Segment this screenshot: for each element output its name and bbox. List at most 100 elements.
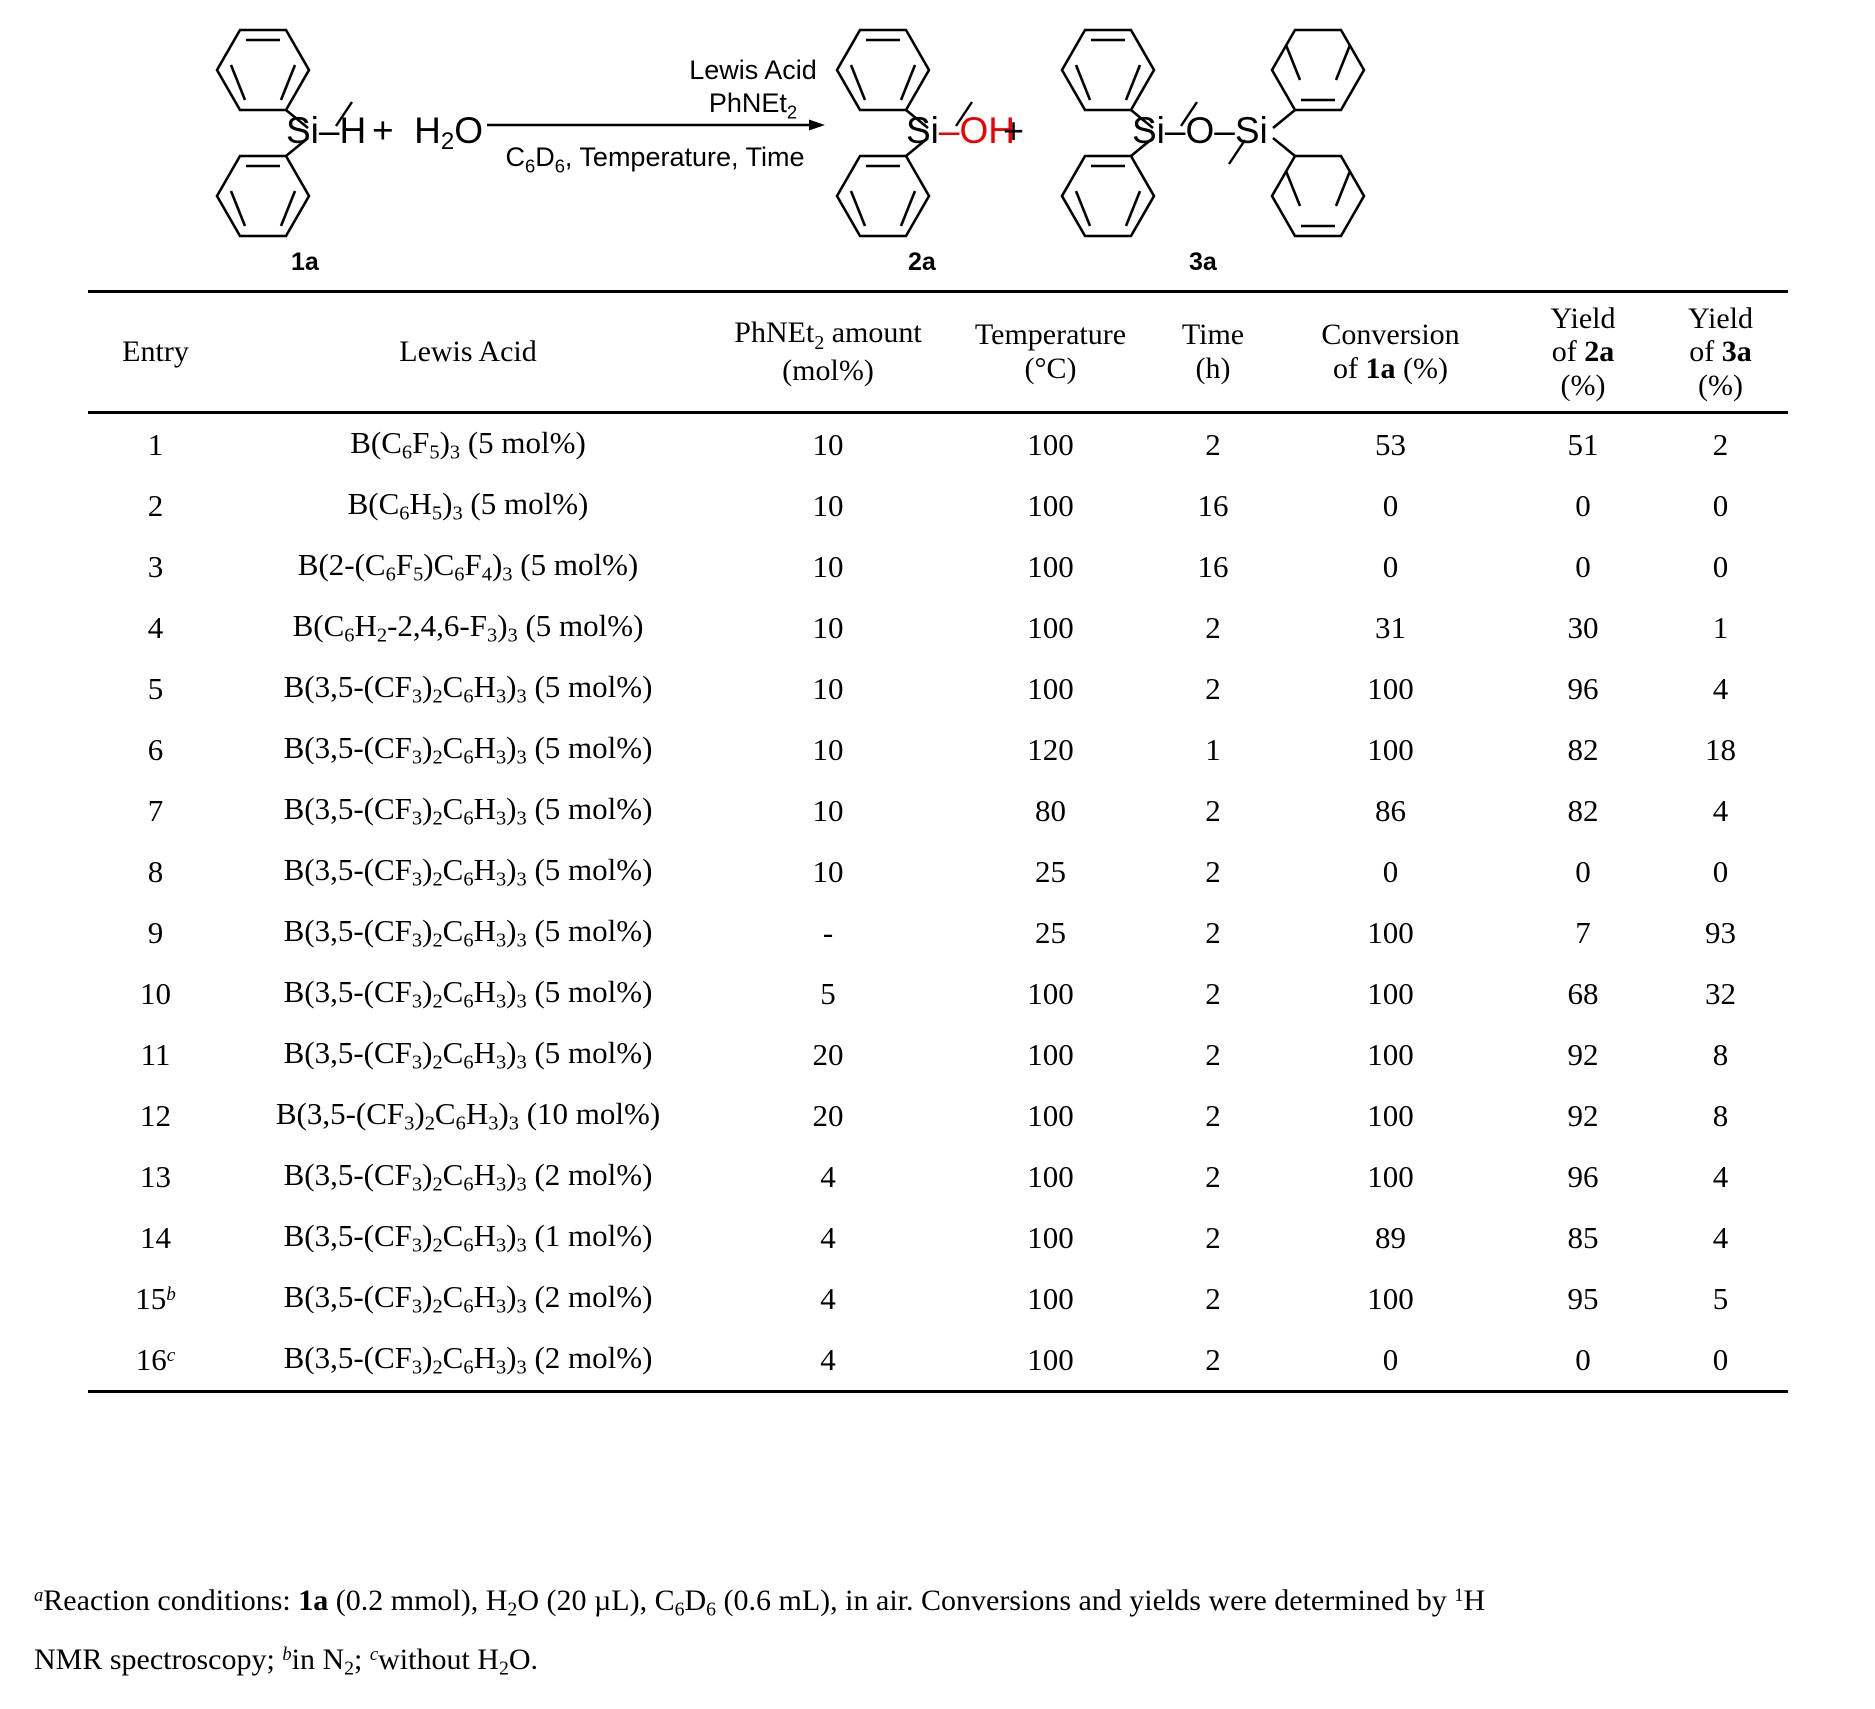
cell-time: 1 (1205, 731, 1221, 767)
hydroxyl-highlight: –OH (938, 110, 1015, 151)
cell-yield-2a: 68 (1567, 975, 1599, 1011)
cell-lewis-acid: B(3,5-(CF3)2C6H3)3 (5 mol%) (283, 790, 653, 830)
cell-temperature: 100 (1027, 1280, 1074, 1316)
compound-label-3a: 3a (1189, 248, 1217, 276)
cell-phnet2-amount: 4 (820, 1158, 836, 1194)
arrow-label-solvent-conditions: C6D6, Temperature, Time (505, 142, 805, 177)
cell-entry: 7 (147, 792, 164, 828)
cell-phnet2-amount: 10 (812, 426, 844, 462)
cell-entry: 2 (147, 487, 164, 523)
cell-yield-2a: 82 (1567, 731, 1599, 767)
cell-phnet2-amount: 10 (812, 548, 844, 584)
cell-yield-2a: 82 (1567, 792, 1599, 828)
cell-entry: 10 (140, 975, 171, 1011)
structure-1a (215, 28, 353, 238)
cell-time: 2 (1205, 670, 1221, 706)
cell-conversion: 100 (1367, 1097, 1414, 1133)
cell-conversion: 0 (1268, 1329, 1513, 1393)
cell-yield-3a: 4 (1712, 1158, 1729, 1194)
cell-temperature: 100 (1027, 1097, 1074, 1133)
cell-phnet2-amount: 10 (812, 609, 844, 645)
cell-conversion: 53 (1375, 426, 1406, 462)
cell-yield-3a: 18 (1705, 731, 1736, 767)
cell-temperature: 80 (1035, 792, 1066, 828)
cell-temperature: 120 (1027, 731, 1074, 767)
cell-time: 2 (1205, 975, 1221, 1011)
cell-yield-3a: 1 (1712, 609, 1729, 645)
cell-lewis-acid: B(3,5-(CF3)2C6H3)3 (5 mol%) (283, 1034, 653, 1074)
cell-phnet2-amount: 4 (820, 1280, 836, 1316)
cell-temperature: 100 (943, 1329, 1158, 1393)
atom-label-si-o-si: Si–O–Si (1132, 110, 1268, 151)
cell-temperature: 100 (1027, 609, 1074, 645)
footnote-line-1: aReaction conditions: 1a (0.2 mmol), H2O… (34, 1584, 1486, 1621)
cell-conversion: 100 (1367, 914, 1414, 950)
footnote-line-2: NMR spectroscopy; bin N2; cwithout H2O. (34, 1642, 539, 1680)
arrow-label-phnet2: PhNEt2 (708, 88, 798, 123)
cell-time: 2 (1205, 853, 1221, 889)
cell-conversion: 100 (1367, 975, 1414, 1011)
arrow-label-lewis-acid: Lewis Acid (689, 55, 817, 85)
results-table: Entry Lewis Acid PhNEt2 amount (mol%) Te… (88, 290, 1788, 1393)
cell-lewis-acid: B(C6H5)3 (5 mol%) (347, 485, 589, 525)
cell-lewis-acid: B(3,5-(CF3)2C6H3)3 (2 mol%) (223, 1329, 713, 1393)
cell-phnet2-amount: 4 (820, 1219, 836, 1255)
cell-yield-3a: 8 (1712, 1036, 1729, 1072)
cell-yield-3a: 2 (1712, 426, 1729, 462)
cell-lewis-acid: B(3,5-(CF3)2C6H3)3 (1 mol%) (283, 1217, 653, 1257)
cell-yield-3a: 4 (1712, 792, 1729, 828)
reactant-water-term: + H2O (372, 110, 484, 155)
cell-entry: 9 (147, 914, 164, 950)
cell-yield-3a: 0 (1653, 1329, 1788, 1393)
column-header-phnet2-amount: PhNEt2 amount (mol%) (713, 290, 943, 414)
cell-yield-2a: 30 (1567, 609, 1599, 645)
cell-time: 2 (1205, 609, 1221, 645)
cell-entry: 12 (140, 1097, 171, 1133)
cell-entry: 6 (147, 731, 164, 767)
cell-yield-3a: 5 (1712, 1280, 1729, 1316)
cell-phnet2-amount: 10 (812, 670, 844, 706)
cell-time: 2 (1205, 1219, 1221, 1255)
cell-lewis-acid: B(2-(C6F5)C6F4)3 (5 mol%) (297, 546, 639, 586)
cell-lewis-acid: B(C6F5)3 (5 mol%) (350, 424, 586, 464)
cell-time: 2 (1158, 1329, 1268, 1393)
cell-conversion: 100 (1367, 1036, 1414, 1072)
cell-entry: 4 (147, 609, 164, 645)
cell-conversion: 100 (1367, 1158, 1414, 1194)
cell-lewis-acid: B(3,5-(CF3)2C6H3)3 (2 mol%) (283, 1156, 653, 1196)
cell-lewis-acid: B(3,5-(CF3)2C6H3)3 (5 mol%) (283, 912, 653, 952)
column-header-yield-3a: Yield of 3a (%) (1653, 290, 1788, 414)
cell-phnet2-amount: 20 (812, 1097, 844, 1133)
cell-lewis-acid: B(3,5-(CF3)2C6H3)3 (5 mol%) (283, 973, 653, 1013)
cell-temperature: 100 (1027, 670, 1074, 706)
cell-entry: 16c (88, 1329, 223, 1393)
cell-conversion: 100 (1367, 1280, 1414, 1316)
cell-lewis-acid: B(3,5-(CF3)2C6H3)3 (5 mol%) (283, 851, 653, 891)
table-footnote: aReaction conditions: 1a (0.2 mmol), H2O… (34, 1572, 1854, 1689)
cell-entry: 1 (147, 426, 164, 462)
cell-phnet2-amount: 10 (812, 487, 844, 523)
cell-conversion: 86 (1375, 792, 1406, 828)
atom-label-si-h: Si–H (286, 110, 367, 151)
cell-conversion: 100 (1367, 731, 1414, 767)
cell-yield-2a: 96 (1567, 1158, 1599, 1194)
cell-yield-2a: 0 (1575, 853, 1591, 889)
cell-temperature: 100 (1027, 1219, 1074, 1255)
cell-lewis-acid: B(C6H2-2,4,6-F3)3 (5 mol%) (292, 607, 644, 647)
column-header-time: Time (h) (1158, 290, 1268, 414)
cell-entry: 5 (147, 670, 164, 706)
cell-lewis-acid: B(3,5-(CF3)2C6H3)3 (5 mol%) (283, 668, 653, 708)
cell-temperature: 100 (1027, 975, 1074, 1011)
cell-entry: 8 (147, 853, 164, 889)
cell-yield-2a: 7 (1575, 914, 1591, 950)
cell-phnet2-amount: 5 (820, 975, 836, 1011)
